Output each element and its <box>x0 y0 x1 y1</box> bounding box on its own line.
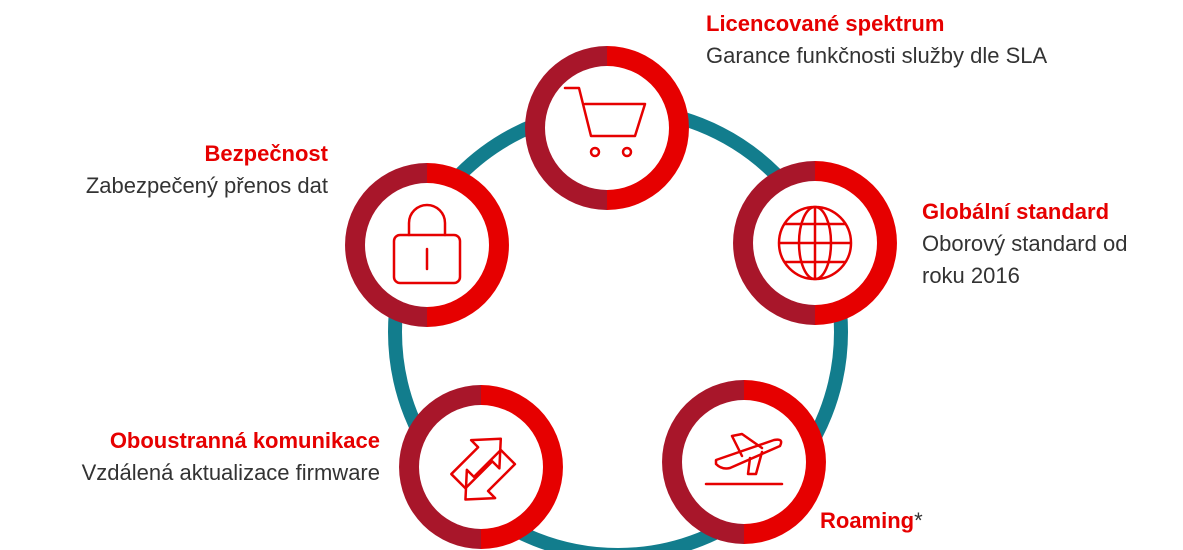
feature-title: Bezpečnost <box>204 141 328 166</box>
node-globalni-standard <box>733 161 897 325</box>
label-oboustranna-komunikace: Oboustranná komunikace Vzdálená aktualiz… <box>82 425 380 489</box>
padlock-icon <box>392 203 462 285</box>
feature-description-line-2: roku 2016 <box>922 263 1020 288</box>
arrows-exchange-icon <box>450 437 517 501</box>
airplane-takeoff-icon <box>704 432 784 486</box>
feature-title: Globální standard <box>922 199 1110 224</box>
feature-title: Oboustranná komunikace <box>109 428 380 453</box>
feature-description: Zabezpečený přenos dat <box>85 173 328 198</box>
globe-icon <box>777 205 853 281</box>
node-oboustranna-komunikace <box>399 385 563 549</box>
footnote-asterisk: * <box>914 508 923 533</box>
label-roaming: Roaming* <box>820 505 923 540</box>
feature-description: Vzdálená aktualizace firmware <box>81 460 380 485</box>
node-bezpecnost <box>345 163 509 327</box>
feature-title: Roaming <box>820 508 915 533</box>
label-globalni-standard: Globální standard Oborový standard od ro… <box>922 196 1127 292</box>
feature-description-line-1: Oborový standard od <box>922 231 1128 256</box>
node-roaming <box>662 380 826 544</box>
label-bezpecnost: Bezpečnost Zabezpečený přenos dat <box>86 138 328 202</box>
node-licencovane-spektrum <box>525 46 689 210</box>
label-licencovane-spektrum: Licencované spektrum Garance funkčnosti … <box>706 8 1047 72</box>
feature-title: Licencované spektrum <box>706 11 945 36</box>
shopping-cart-icon <box>563 86 647 158</box>
feature-description: Garance funkčnosti služby dle SLA <box>706 43 1048 68</box>
